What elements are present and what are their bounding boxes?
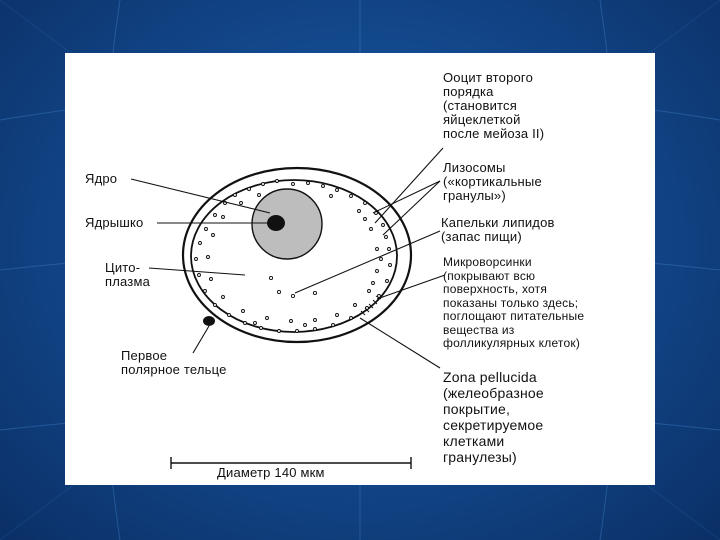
label-nucleus: Ядро xyxy=(85,172,117,186)
label-oocyte: Ооцит второго порядка (становится яйцекл… xyxy=(443,71,544,141)
label-polar-body: Первое полярное тельце xyxy=(121,349,227,377)
label-microvilli: Микроворсинки (покрывают всю поверхность… xyxy=(443,256,584,351)
label-zona-pellucida: Zona pellucida (желеобразное покрытие, с… xyxy=(443,369,544,465)
label-lipid-droplets: Капельки липидов (запас пищи) xyxy=(441,216,555,244)
nucleus-shape xyxy=(252,189,322,259)
label-cytoplasm: Цито- плазма xyxy=(105,261,150,289)
label-nucleolus: Ядрышко xyxy=(85,216,143,230)
nucleolus-shape xyxy=(267,215,285,231)
label-diameter: Диаметр 140 мкм xyxy=(217,466,325,480)
diagram-panel: Ооцит второго порядка (становится яйцекл… xyxy=(65,53,655,485)
label-lysosomes: Лизосомы («кортикальные гранулы») xyxy=(443,161,542,203)
polar-body-shape xyxy=(203,316,215,326)
